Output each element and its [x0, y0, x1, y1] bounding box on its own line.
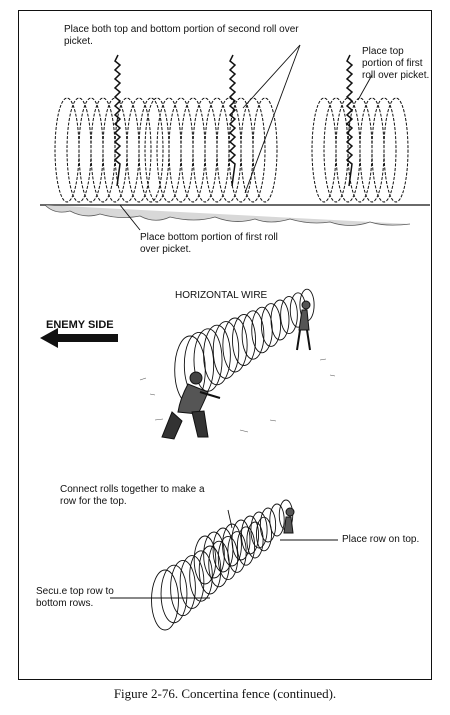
ground: [40, 204, 430, 226]
coil-loop: [270, 299, 290, 341]
enemy-side-arrow: [40, 328, 118, 348]
coil-loop-top: [269, 503, 285, 537]
ground-scribbles: [139, 358, 336, 433]
coil-loop: [222, 317, 248, 373]
coil-loop: [138, 97, 164, 203]
coil-loop: [189, 550, 213, 602]
coil-loop-top: [203, 531, 225, 579]
figure-frame: [18, 10, 432, 680]
leader-lines-3: [110, 509, 338, 599]
coil-loop-top: [231, 519, 251, 561]
concertina-stacked: [151, 499, 294, 631]
coil-loop-top: [222, 523, 242, 567]
coil-loop: [255, 516, 273, 552]
label-place-row: Place row on top.: [342, 534, 420, 545]
figure-caption: Figure 2-76. Concertina fence (continued…: [113, 686, 337, 701]
coil-loop: [383, 97, 409, 203]
coil-loop: [179, 555, 205, 609]
coil-loop: [198, 545, 222, 595]
coil-loop: [252, 97, 278, 203]
coil-loop: [280, 295, 298, 335]
coil-loop: [260, 303, 282, 347]
coil-loop: [246, 521, 264, 559]
coil-loop: [203, 324, 231, 386]
illustration: [40, 44, 430, 631]
coil-loop: [170, 559, 196, 617]
label-top-first-roll: Place top portion of first roll over pic…: [362, 46, 430, 81]
coil-loop-top: [193, 535, 217, 585]
coil-loop-top: [240, 515, 259, 555]
soldier-top: [283, 507, 295, 534]
coil-loop: [232, 313, 256, 367]
soldier-right: [296, 300, 311, 351]
coil-loop-top: [250, 511, 268, 549]
leader-lines: [119, 44, 373, 231]
coil-loop: [217, 535, 239, 581]
label-enemy-side: ENEMY SIDE: [46, 319, 114, 331]
coil-loop: [160, 564, 188, 624]
coil-loop: [371, 97, 397, 203]
coil-loop: [212, 321, 240, 379]
coil-loop: [241, 310, 265, 360]
coil-loop: [193, 328, 223, 392]
label-second-roll: Place both top and bottom portion of sec…: [64, 24, 299, 47]
concertina-coils-row: [54, 97, 409, 203]
label-bottom-first-roll: Place bottom portion of first roll over …: [140, 232, 278, 255]
label-secure-row: Secu.e top row to bottom rows.: [36, 586, 114, 609]
coil-loop-top: [259, 507, 277, 543]
label-horizontal-wire: HORIZONTAL WIRE: [175, 290, 268, 301]
coil-loop: [126, 97, 152, 203]
coil-loop: [236, 526, 256, 566]
label-connect-rolls: Connect rolls together to make a row for…: [60, 484, 205, 507]
coil-loop: [151, 569, 179, 631]
coil-loop: [240, 97, 266, 203]
soldier-left: [161, 371, 221, 440]
